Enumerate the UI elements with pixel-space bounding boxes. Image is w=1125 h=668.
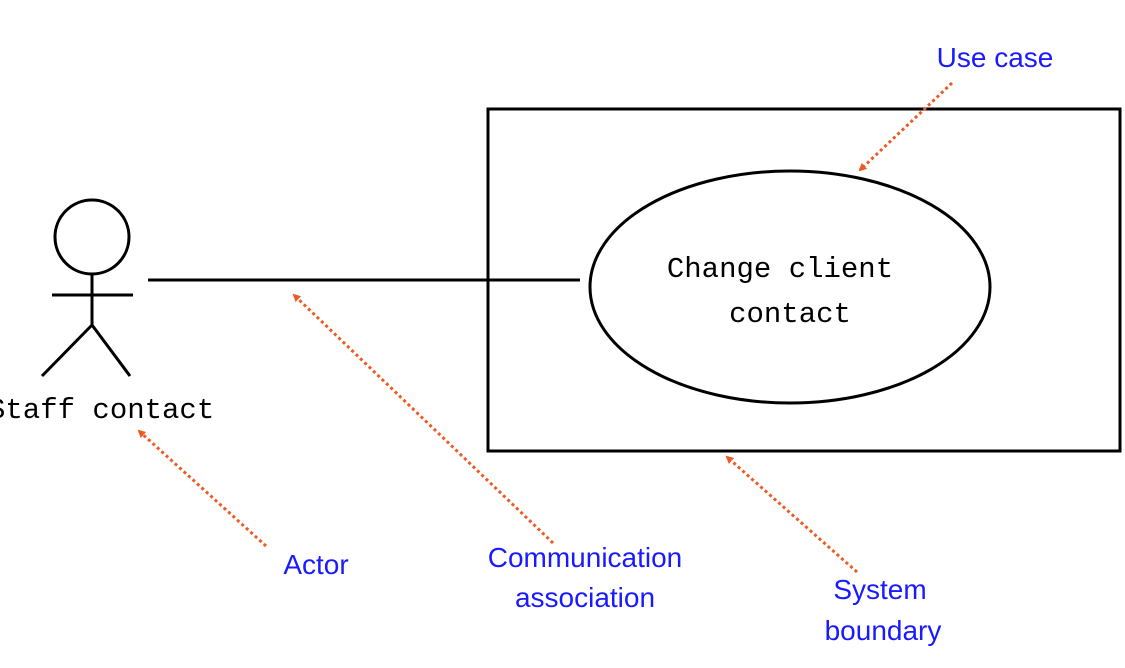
use-case-label-line-1: Change client [667, 253, 893, 286]
actor-figure [40, 198, 133, 378]
system-boundary-callout-arrow [725, 455, 858, 574]
use-case-callout-arrow [858, 81, 954, 172]
actor-right-leg [90, 324, 132, 377]
association-callout-arrow [292, 293, 555, 545]
association-callout-label-line-1: Communication [488, 542, 683, 573]
actor-callout-arrow [137, 429, 268, 548]
system-boundary-callout-label-line-2: boundary [825, 615, 942, 646]
actor-label: Staff contact [0, 394, 214, 427]
use-case-ellipse [588, 169, 992, 405]
use-case-label-line-2: contact [729, 298, 851, 331]
actor-callout-label: Actor [283, 549, 348, 580]
association-callout-label-line-2: association [515, 582, 655, 613]
actor-head [53, 198, 131, 276]
use-case-callout-label: Use case [937, 42, 1054, 73]
actor-left-leg [40, 323, 94, 378]
system-boundary-callout-label-line-1: System [833, 574, 926, 605]
